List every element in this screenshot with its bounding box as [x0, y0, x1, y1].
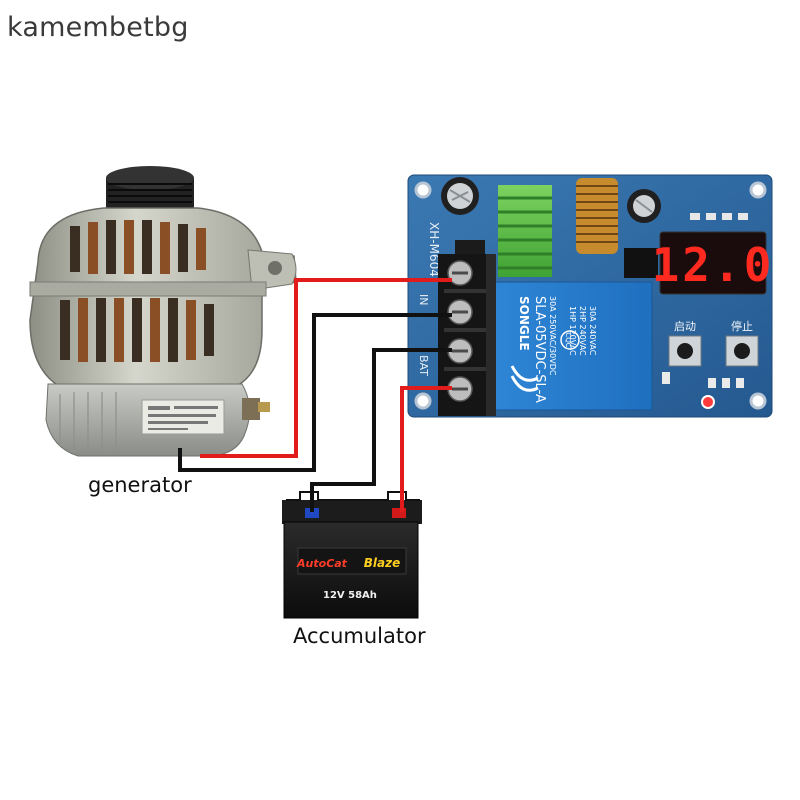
- relay-rating-1: 30A 250VAC/30VDC: [548, 296, 557, 376]
- generator-illustration: [29, 166, 297, 457]
- stop-button-label: 停止: [731, 319, 753, 333]
- relay: SONGLE SLA-05VDC-SL-A 30A 250VAC/30VDC 1…: [489, 281, 653, 411]
- heat-sink: [498, 185, 552, 277]
- control-ic: [624, 248, 658, 278]
- battery-brand-right: Blaze: [364, 556, 400, 570]
- watermark-text: kamembetbg: [7, 12, 189, 43]
- terminal-bat-label: BAT: [417, 355, 430, 376]
- relay-rating-4: 30A 240VAC: [588, 306, 597, 356]
- wiring: [178, 278, 452, 512]
- generator-label: generator: [88, 473, 192, 497]
- wire-battery-positive: [400, 386, 452, 512]
- stop-button[interactable]: [725, 335, 759, 367]
- start-button-label: 启动: [674, 320, 696, 333]
- relay-model: SLA-05VDC-SL-A: [532, 296, 547, 403]
- alternator-pulley: [106, 166, 194, 213]
- electrolytic-capacitor: [627, 189, 661, 223]
- relay-cert-mark: [560, 330, 580, 350]
- accumulator-battery: AutoCat Blaze 12V 58Ah: [282, 491, 422, 619]
- relay-brand: SONGLE: [517, 296, 531, 351]
- alternator-output-terminal: [242, 398, 270, 420]
- battery-brand-left: AutoCat: [296, 557, 348, 570]
- terminal-in-label: IN: [417, 294, 430, 305]
- wire-generator-positive: [200, 278, 452, 458]
- wire-generator-negative: [178, 313, 452, 472]
- voltage-display: 12.0: [652, 231, 775, 295]
- charge-controller-board: XH-M604 12.0 启动 停止 SONGLE SLA-: [407, 174, 775, 418]
- status-led: [701, 395, 715, 409]
- accumulator-label: Accumulator: [293, 624, 426, 648]
- inductor-coil: [576, 178, 618, 254]
- wire-battery-negative: [310, 348, 452, 512]
- relay-rating-3: 2HP 240VAC: [578, 306, 587, 356]
- positive-terminal: [392, 508, 406, 518]
- alternator-cooling-slots: [60, 220, 214, 362]
- negative-terminal: [305, 508, 319, 518]
- alternator-label-sticker: [148, 406, 218, 430]
- board-model-text: XH-M604: [427, 222, 441, 277]
- battery-spec: 12V 58Ah: [323, 590, 377, 601]
- small-ic: [455, 240, 485, 256]
- start-button[interactable]: [668, 335, 702, 367]
- relay-cert-text: CQC: [564, 332, 572, 347]
- voltage-display-digits: 12.0: [652, 238, 775, 292]
- electrolytic-capacitor: [441, 177, 479, 215]
